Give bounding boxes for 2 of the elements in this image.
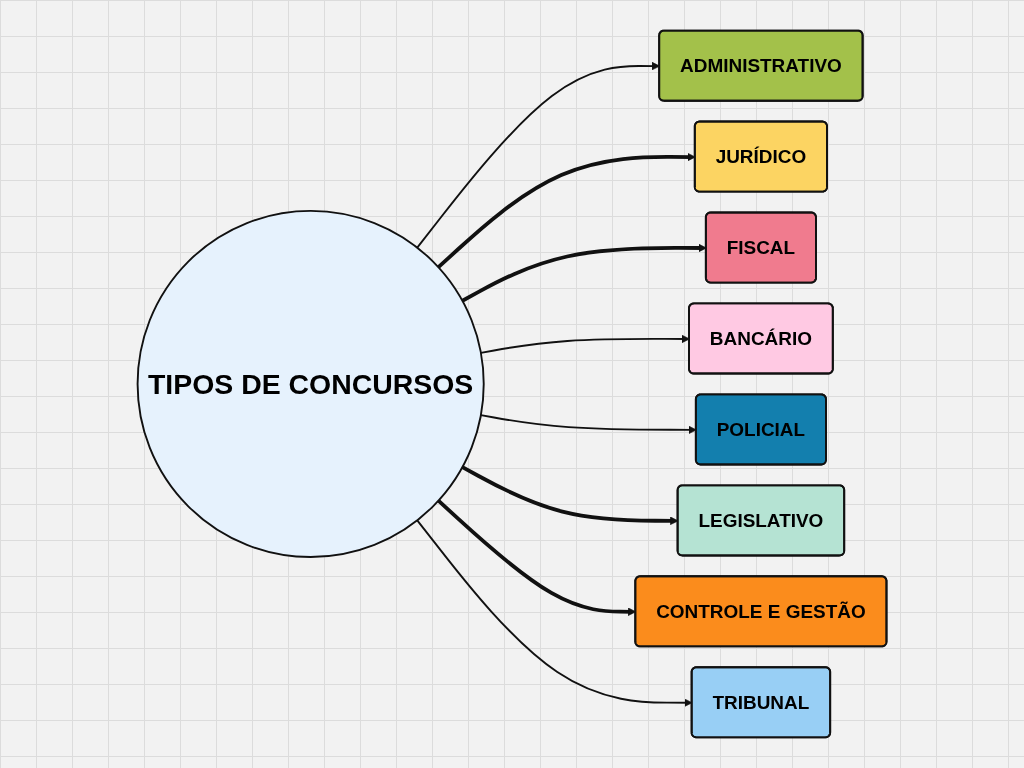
arrow <box>416 61 660 249</box>
node-circle: TIPOS DE CONCURSOS <box>136 209 485 559</box>
